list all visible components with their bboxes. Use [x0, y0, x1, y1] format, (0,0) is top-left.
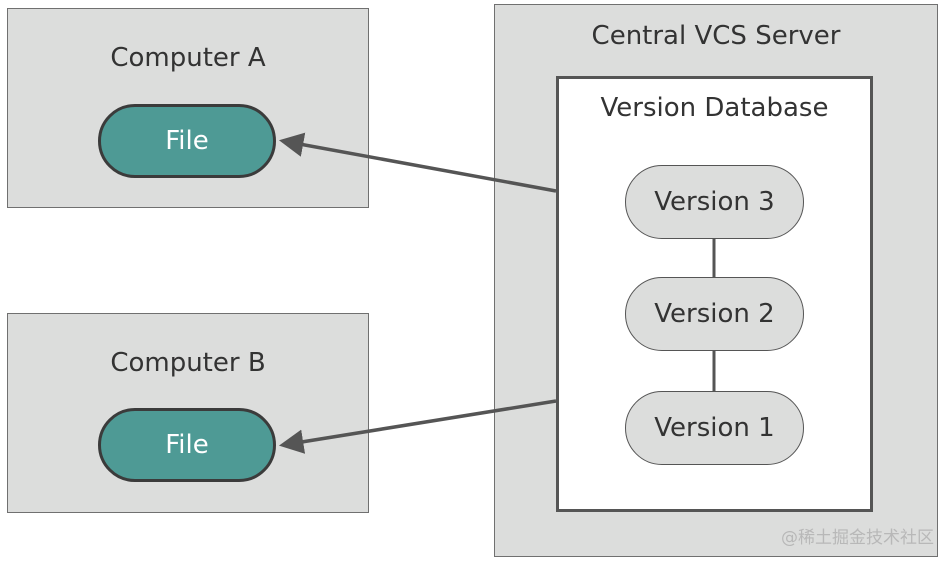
watermark: @稀土掘金技术社区: [781, 528, 934, 548]
computer-a-file: File: [98, 104, 276, 178]
computer-a-title: Computer A: [110, 43, 266, 73]
version-2-node: Version 2: [625, 277, 804, 351]
computer-b-title: Computer B: [110, 348, 266, 378]
version-3-node: Version 3: [625, 165, 804, 239]
version-1-node: Version 1: [625, 391, 804, 465]
central-server-title: Central VCS Server: [591, 21, 841, 51]
computer-b-file: File: [98, 408, 276, 482]
version-database-title: Version Database: [600, 93, 829, 123]
